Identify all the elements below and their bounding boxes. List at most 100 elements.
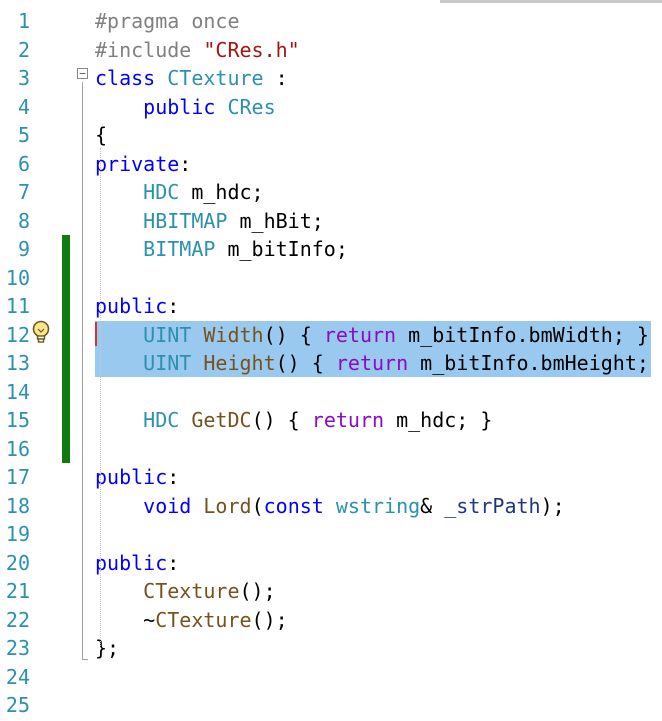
code-line[interactable]: 10 <box>0 264 662 293</box>
code-text[interactable]: UINT Height() { return m_bitInfo.bmHeigh… <box>95 349 662 378</box>
preprocessor-token: #include <box>95 37 204 62</box>
line-number: 17 <box>5 465 30 489</box>
parameter-token: _strPath <box>444 493 541 518</box>
line-number: 19 <box>5 522 30 546</box>
code-text[interactable]: CTexture(); <box>95 577 276 606</box>
code-line[interactable]: 7 HDC m_hdc; <box>0 178 662 207</box>
keyword-token: const <box>263 493 324 518</box>
code-text[interactable]: BITMAP m_bitInfo; <box>95 235 348 264</box>
code-line[interactable]: 9 BITMAP m_bitInfo; <box>0 235 662 264</box>
control-keyword-token: return <box>335 351 409 375</box>
code-line[interactable]: 23}; <box>0 634 662 663</box>
identifier-token: (); <box>239 579 276 603</box>
line-number: 8 <box>17 208 30 233</box>
code-line[interactable]: 15 HDC GetDC() { return m_hdc; } <box>0 406 662 435</box>
code-text[interactable]: HDC GetDC() { return m_hdc; } <box>95 406 492 435</box>
identifier-token: }; <box>95 636 120 660</box>
code-line[interactable]: 22 ~CTexture(); <box>0 606 662 635</box>
code-text[interactable]: #pragma once <box>95 7 240 36</box>
code-line[interactable]: 13 UINT Height() { return m_bitInfo.bmHe… <box>0 349 662 378</box>
line-number: 5 <box>17 123 30 147</box>
lightbulb-icon[interactable] <box>31 320 51 346</box>
type-token: UINT <box>143 322 192 347</box>
identifier-token <box>191 494 203 518</box>
code-line[interactable]: 5{ <box>0 121 662 150</box>
function-token: Height <box>203 351 276 375</box>
identifier-token: m_bitInfo; <box>215 237 348 261</box>
code-line[interactable]: 14 <box>0 378 662 407</box>
keyword-token: public <box>95 465 168 489</box>
code-line[interactable]: 18 void Lord(const wstring& _strPath); <box>0 492 662 521</box>
code-text[interactable]: class CTexture : <box>95 64 288 93</box>
code-text[interactable]: HBITMAP m_hBit; <box>95 207 324 236</box>
identifier-token: () { <box>275 351 336 375</box>
keyword-token: public <box>143 94 216 119</box>
code-line[interactable]: 25 <box>0 691 662 720</box>
code-text[interactable]: void Lord(const wstring& _strPath); <box>95 492 565 521</box>
code-text[interactable]: UINT Width() { return m_bitInfo.bmWidth;… <box>95 321 649 350</box>
identifier-token: ( <box>251 493 264 518</box>
line-number: 15 <box>5 408 30 432</box>
keyword-token: private <box>95 151 180 176</box>
line-number: 9 <box>17 237 30 261</box>
code-line[interactable]: 24 <box>0 663 662 692</box>
code-text[interactable]: public: <box>95 292 179 321</box>
code-text[interactable]: { <box>95 121 107 150</box>
type-token: CRes <box>227 94 276 119</box>
code-line[interactable]: 17 public: <box>0 463 662 492</box>
type-token: HDC <box>143 180 180 204</box>
code-text[interactable]: }; <box>95 634 119 663</box>
code-text[interactable]: private: <box>95 150 191 179</box>
function-token: Width <box>203 322 264 347</box>
keyword-token: void <box>143 493 192 518</box>
line-number: 7 <box>17 180 30 204</box>
identifier-token: () { <box>251 408 312 432</box>
code-line[interactable]: 19 <box>0 520 662 549</box>
identifier-token: m_bitInfo.bmHeight; } <box>408 351 662 375</box>
type-token: HDC <box>143 408 180 432</box>
identifier-token <box>179 408 191 432</box>
code-line[interactable]: 3 class CTexture : <box>0 64 662 93</box>
identifier-token <box>324 494 336 518</box>
keyword-token: public <box>95 294 168 318</box>
code-line[interactable]: 8 HBITMAP m_hBit; <box>0 207 662 236</box>
code-line[interactable]: 16 <box>0 435 662 464</box>
line-number: 20 <box>5 550 30 575</box>
code-line[interactable]: 4 public CRes <box>0 93 662 122</box>
line-number: 10 <box>5 265 30 290</box>
line-number: 2 <box>17 37 30 62</box>
collapse-minus-icon[interactable]: − <box>77 68 88 79</box>
line-number: 24 <box>5 664 30 689</box>
line-number: 25 <box>5 693 30 717</box>
identifier-token <box>95 494 143 518</box>
code-text[interactable]: public: <box>95 549 179 578</box>
code-text[interactable]: public: <box>95 463 179 492</box>
identifier-token: & <box>420 493 445 518</box>
code-line[interactable]: 1#pragma once <box>0 7 662 36</box>
code-line[interactable]: 21 CTexture(); <box>0 577 662 606</box>
code-text[interactable]: #include "CRes.h" <box>95 36 300 65</box>
scrollbar-top-edge <box>440 0 662 3</box>
identifier-token: : <box>167 465 180 489</box>
code-line[interactable]: 20 public: <box>0 549 662 578</box>
code-text[interactable]: HDC m_hdc; <box>95 178 264 207</box>
line-number: 16 <box>5 436 30 461</box>
line-number: 13 <box>5 351 30 375</box>
line-number: 3 <box>17 66 30 90</box>
identifier-token: ); <box>540 493 565 518</box>
function-token: CTexture <box>155 607 252 632</box>
code-text[interactable]: ~CTexture(); <box>95 606 288 635</box>
identifier-token: m_hdc; <box>179 180 264 204</box>
identifier-token: : <box>167 294 180 318</box>
code-line[interactable]: 2 #include "CRes.h" <box>0 36 662 65</box>
code-text[interactable]: public CRes <box>95 93 276 122</box>
code-line[interactable]: 12 UINT Width() { return m_bitInfo.bmWid… <box>0 321 662 350</box>
line-number: 4 <box>17 94 30 119</box>
identifier-token <box>95 579 143 603</box>
indent-guide <box>100 148 101 648</box>
function-token: CTexture <box>143 579 240 603</box>
line-number: 18 <box>5 493 30 518</box>
